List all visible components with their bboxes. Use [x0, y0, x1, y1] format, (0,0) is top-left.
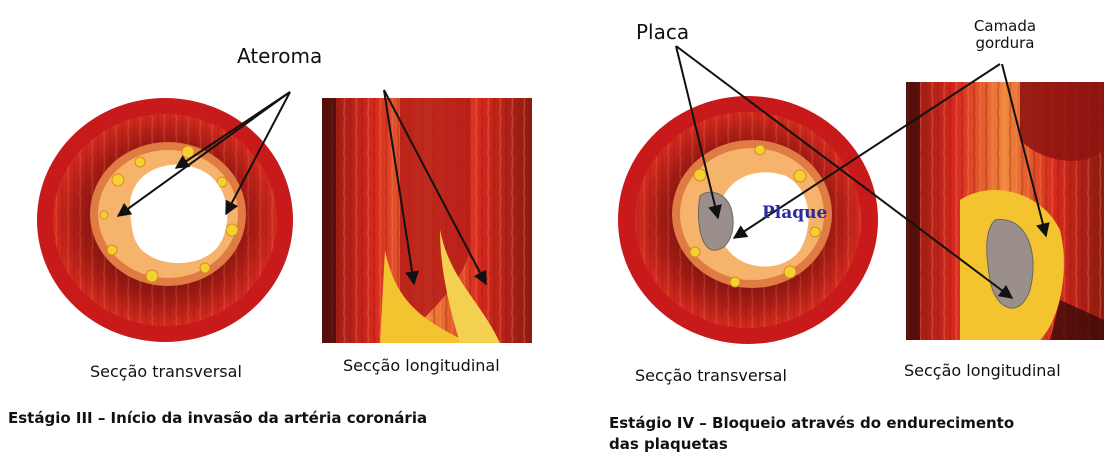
stage3-longitudinal-section [322, 98, 532, 343]
stage4-title-line1: Estágio IV – Bloqueio através do endurec… [609, 413, 1014, 434]
label-plaque: Plaque [762, 203, 827, 223]
stage4-caption-longitudinal: Secção longitudinal [904, 361, 1061, 380]
label-camada-gordura: Camada gordura [960, 18, 1050, 52]
stage3-caption-longitudinal: Secção longitudinal [343, 356, 500, 375]
label-ateroma: Ateroma [237, 44, 322, 68]
stage4-cross-section [618, 96, 878, 344]
stage4-longitudinal-section [906, 82, 1104, 340]
label-camada-line2: gordura [960, 35, 1050, 52]
stage3-cross-section [37, 98, 293, 342]
label-camada-line1: Camada [960, 18, 1050, 35]
stage4-caption-transversal: Secção transversal [635, 366, 787, 385]
stage4-title: Estágio IV – Bloqueio através do endurec… [609, 413, 1014, 455]
stage4-title-line2: das plaquetas [609, 434, 1014, 455]
stage3-title: Estágio III – Início da invasão da artér… [8, 409, 427, 427]
stage3-caption-transversal: Secção transversal [90, 362, 242, 381]
label-placa: Placa [636, 20, 689, 44]
